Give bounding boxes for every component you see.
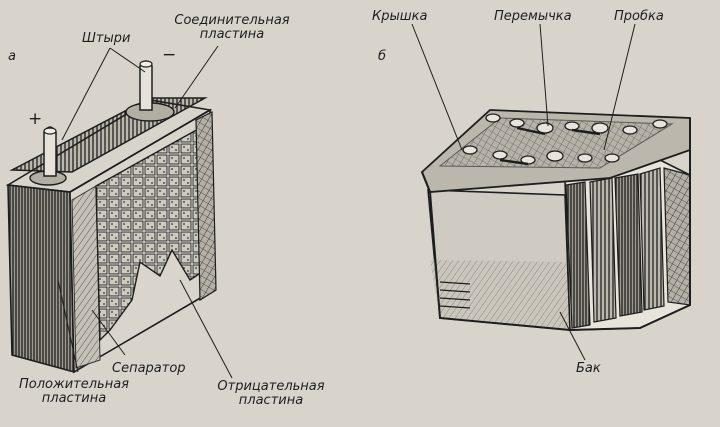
label-tank: Бак bbox=[576, 361, 601, 376]
label-connecting-plate: Соединительная пластина bbox=[168, 14, 296, 42]
panel-a-letter: а bbox=[8, 49, 16, 64]
label-separator: Сепаратор bbox=[112, 361, 186, 376]
panel-b-letter: б bbox=[378, 49, 387, 64]
label-positive-plate: Положительная пластина bbox=[8, 378, 140, 406]
label-minus-terminal: − bbox=[162, 45, 177, 65]
label-lid: Крышка bbox=[372, 9, 428, 24]
label-negative-plate-line1: Отрицательная bbox=[217, 379, 325, 394]
label-plus-terminal: + bbox=[28, 109, 43, 129]
label-positive-plate-line2: пластина bbox=[41, 391, 107, 406]
label-jumper: Перемычка bbox=[494, 9, 572, 24]
label-plug: Пробка bbox=[614, 9, 664, 24]
label-positive-plate-line1: Положительная bbox=[19, 377, 129, 392]
label-connecting-plate-line1: Соединительная bbox=[174, 13, 290, 28]
label-negative-plate: Отрицательная пластина bbox=[206, 380, 336, 408]
label-pins: Штыри bbox=[82, 31, 131, 46]
label-negative-plate-line2: пластина bbox=[238, 393, 304, 408]
label-connecting-plate-line2: пластина bbox=[199, 27, 265, 42]
